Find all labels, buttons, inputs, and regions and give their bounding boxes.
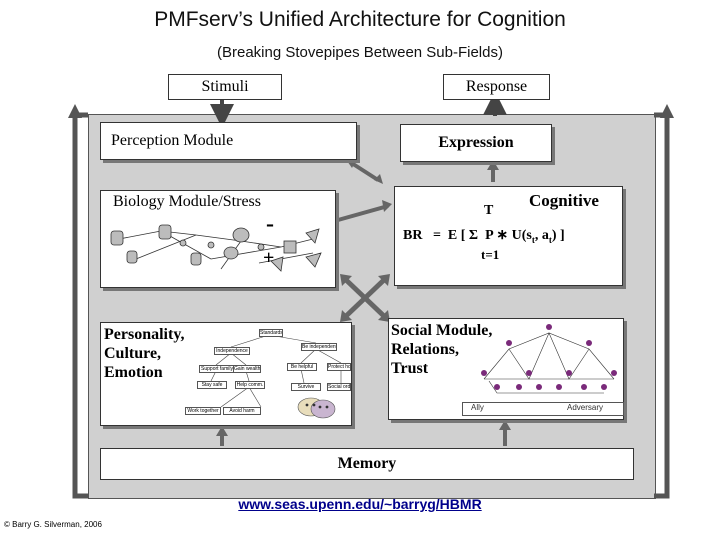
biology-label: Biology Module/Stress	[113, 193, 262, 210]
goal-node: Avoid harm	[223, 407, 261, 415]
formula-lower-limit: t=1	[481, 247, 500, 262]
expression-module: Expression	[400, 124, 552, 162]
goal-node: Standards	[259, 329, 283, 337]
social-network-diagram	[481, 324, 617, 394]
goal-node: Independence	[214, 347, 250, 355]
perception-module: Perception Module	[100, 122, 357, 160]
goal-node: Be helpful	[287, 363, 317, 371]
minus-sign: -	[266, 211, 274, 237]
cognitive-label: Cognitive	[529, 191, 599, 210]
plus-sign: +	[263, 247, 275, 269]
goal-node: Support family	[199, 365, 235, 373]
personality-module: Personality, Culture, Emotion Standards …	[100, 322, 352, 426]
personality-label: Personality, Culture, Emotion	[104, 326, 185, 381]
goal-node: Gain wealth	[233, 365, 261, 373]
copyright-notice: © Barry G. Silverman, 2006	[4, 520, 102, 529]
ally-adversary-scale: Ally Adversary	[462, 402, 624, 416]
page-subtitle: (Breaking Stovepipes Between Sub-Fields)	[217, 44, 503, 61]
biology-module: Biology Module/Stress - +	[100, 190, 336, 288]
goal-tree-links	[210, 334, 342, 419]
page-title: PMFserv’s Unified Architecture for Cogni…	[154, 8, 566, 31]
goal-node: Be independent	[301, 343, 337, 351]
website-link[interactable]: www.seas.upenn.edu/~barryg/HBMR	[238, 496, 482, 512]
cognitive-module: Cognitive T BR = E [ Σ P ∗ U(st, at) ] t…	[394, 186, 623, 286]
best-response-formula: BR = E [ Σ P ∗ U(st, at) ]	[403, 228, 565, 245]
response-box: Response	[443, 74, 550, 100]
stress-network-diagram	[110, 224, 322, 272]
goal-node: Protect honor	[327, 363, 351, 371]
goal-node: Survive	[291, 383, 321, 391]
goal-node: Work together	[185, 407, 221, 415]
ally-label: Ally	[471, 403, 484, 412]
stimuli-box: Stimuli	[168, 74, 282, 100]
goal-node: Social order	[327, 383, 351, 391]
goal-node: Help comm.	[235, 381, 265, 389]
adversary-label: Adversary	[567, 403, 604, 412]
formula-upper-limit: T	[484, 203, 494, 218]
social-label: Social Module, Relations, Trust	[391, 322, 493, 377]
memory-module: Memory	[100, 448, 634, 480]
goal-node: Stay safe	[197, 381, 227, 389]
